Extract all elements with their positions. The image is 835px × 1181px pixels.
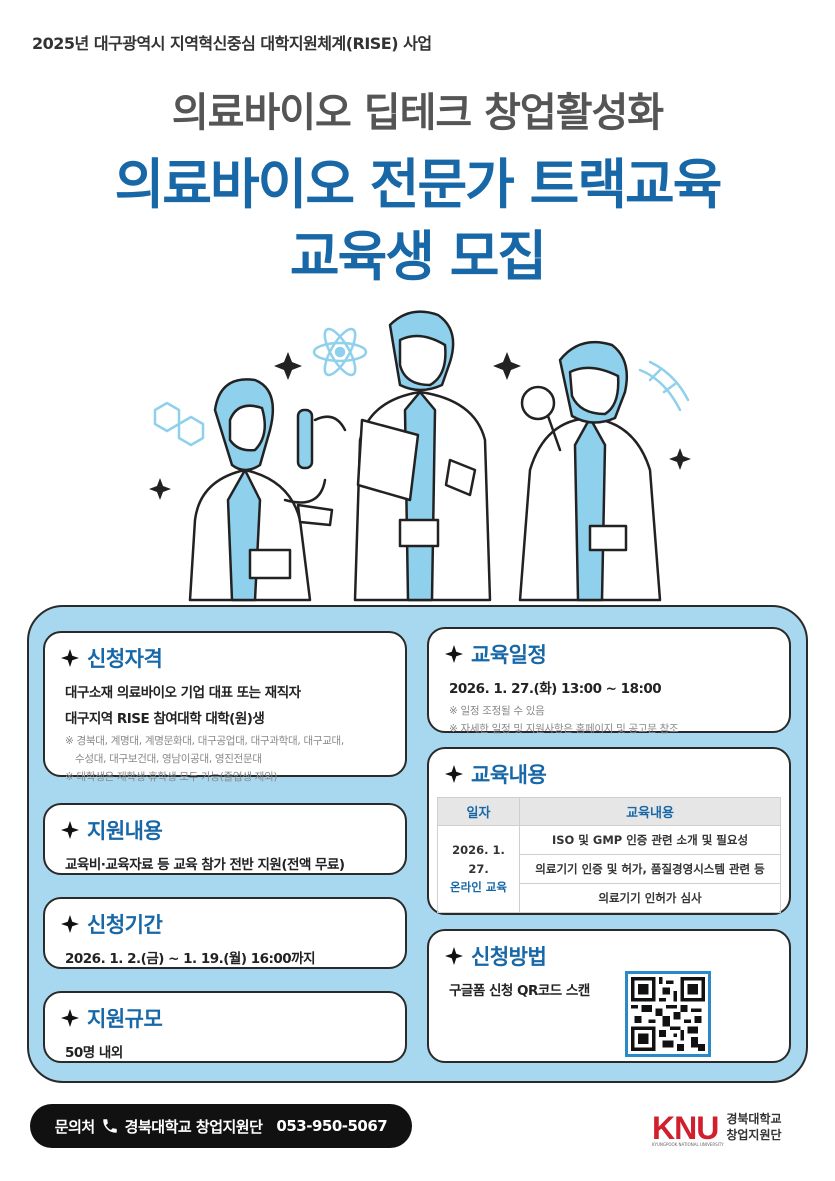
scale-card: 지원규모 50명 내외 <box>43 991 407 1063</box>
scientist-middle <box>353 310 492 602</box>
sparkle-icon <box>61 915 79 933</box>
date-cell: 2026. 1. 27. 온라인 교육 <box>437 825 520 913</box>
content-row-3: 의료기기 인허가 심사 <box>519 883 781 913</box>
title-3: 교육생 모집 <box>289 225 547 288</box>
date-sub: 온라인 교육 <box>450 880 507 895</box>
contact-phone[interactable]: 053-950-5067 <box>276 1117 388 1135</box>
sparkle-icon <box>445 645 463 663</box>
support-card: 지원내용 교육비·교육자료 등 교육 참가 전반 지원(전액 무료) <box>43 803 407 875</box>
eligibility-line-2: 대구지역 RISE 참여대학 대학(원)생 <box>65 711 265 727</box>
table-row: 2026. 1. 27. 온라인 교육 ISO 및 GMP 인증 관련 소개 및… <box>437 825 781 913</box>
dna-icon <box>638 360 690 412</box>
sparkle-icon <box>274 352 302 380</box>
support-title: 지원내용 <box>87 819 163 843</box>
content-row-1: ISO 및 GMP 인증 관련 소개 및 필요성 <box>519 825 781 855</box>
knu-logo-mark: KNU <box>652 1110 719 1146</box>
knu-logo-sub: KYUNGPOOK NATIONAL UNIVERSITY <box>652 1142 724 1147</box>
eligibility-card: 신청자격 대구소재 의료바이오 기업 대표 또는 재직자 대구지역 RISE 참… <box>43 631 407 783</box>
sparkle-icon <box>61 649 79 667</box>
period-line-1: 2026. 1. 2.(금) ~ 1. 19.(월) 16:00까지 <box>65 951 316 967</box>
scientists-illustration <box>149 310 691 602</box>
date-main: 2026. 1. 27. <box>452 843 505 876</box>
method-line-1: 구글폼 신청 QR코드 스캔 <box>449 983 590 999</box>
eligibility-note-3: ※ 대학생은 재학생·휴학생 모두 가능(졸업생 제외) <box>65 771 278 783</box>
table-header-content: 교육내용 <box>519 797 781 826</box>
contact-bar: 문의처 경북대학교 창업지원단 053-950-5067 <box>30 1104 412 1148</box>
molecule-icon <box>153 401 205 447</box>
schedule-note-2: ※ 자세한 일정 및 지원사항은 홈페이지 및 공고문 참조 <box>449 723 679 735</box>
sparkle-icon <box>493 352 521 380</box>
content-table: 일자 교육내용 2026. 1. 27. 온라인 교육 ISO 및 GMP 인증… <box>437 797 781 913</box>
knu-logo: KNU KYUNGPOOK NATIONAL UNIVERSITY 경북대학교 … <box>652 1110 782 1147</box>
knu-name-1: 경북대학교 <box>726 1112 782 1127</box>
contact-label: 문의처 <box>54 1117 95 1136</box>
scientist-left <box>188 378 347 602</box>
schedule-title: 교육일정 <box>471 643 547 667</box>
content-card: 교육내용 일자 교육내용 2026. 1. 27. 온라인 교육 ISO 및 G… <box>427 747 791 915</box>
support-line-1: 교육비·교육자료 등 교육 참가 전반 지원(전액 무료) <box>65 857 345 873</box>
scale-title: 지원규모 <box>87 1007 163 1031</box>
table-row: 의료기기 인허가 심사 <box>438 883 781 913</box>
phone-icon <box>102 1119 117 1133</box>
title-1: 의료바이오 딥테크 창업활성화 <box>171 90 664 136</box>
content-title: 교육내용 <box>471 763 547 787</box>
top-line: 2025년 대구광역시 지역혁신중심 대학지원체계(RISE) 사업 <box>32 34 432 53</box>
schedule-note-1: ※ 일정 조정될 수 있음 <box>449 705 545 717</box>
table-row: 의료기기 인증 및 허가, 품질경영시스템 관련 등 <box>438 854 781 884</box>
period-card: 신청기간 2026. 1. 2.(금) ~ 1. 19.(월) 16:00까지 <box>43 897 407 969</box>
scientist-right <box>518 340 662 602</box>
scale-line-1: 50명 내외 <box>65 1045 123 1061</box>
knu-name-2: 창업지원단 <box>726 1128 782 1142</box>
content-row-2: 의료기기 인증 및 허가, 품질경영시스템 관련 등 <box>519 854 781 884</box>
schedule-line-1: 2026. 1. 27.(화) 13:00 ~ 18:00 <box>449 681 662 697</box>
eligibility-note-2: 수성대, 대구보건대, 영남이공대, 영진전문대 <box>75 753 262 765</box>
table-header-date: 일자 <box>437 797 520 826</box>
sparkle-icon <box>445 765 463 783</box>
method-title: 신청방법 <box>471 945 547 969</box>
info-panel: 신청자격 대구소재 의료바이오 기업 대표 또는 재직자 대구지역 RISE 참… <box>27 605 808 1083</box>
schedule-card: 교육일정 2026. 1. 27.(화) 13:00 ~ 18:00 ※ 일정 … <box>427 627 791 735</box>
title-2: 의료바이오 전문가 트랙교육 <box>114 153 723 216</box>
contact-org: 경북대학교 창업지원단 <box>124 1117 263 1136</box>
method-card: 신청방법 구글폼 신청 QR코드 스캔 <box>427 929 791 1063</box>
qr-code[interactable] <box>625 971 711 1057</box>
eligibility-note-1: ※ 경북대, 계명대, 계명문화대, 대구공업대, 대구과학대, 대구교대, <box>65 735 344 747</box>
eligibility-line-1: 대구소재 의료바이오 기업 대표 또는 재직자 <box>65 685 301 701</box>
sparkle-icon <box>61 821 79 839</box>
sparkle-icon <box>669 448 691 470</box>
eligibility-title: 신청자격 <box>87 647 163 671</box>
sparkle-icon <box>149 478 171 500</box>
period-title: 신청기간 <box>87 913 163 937</box>
atom-icon <box>312 327 368 377</box>
sparkle-icon <box>61 1009 79 1027</box>
sparkle-icon <box>445 947 463 965</box>
